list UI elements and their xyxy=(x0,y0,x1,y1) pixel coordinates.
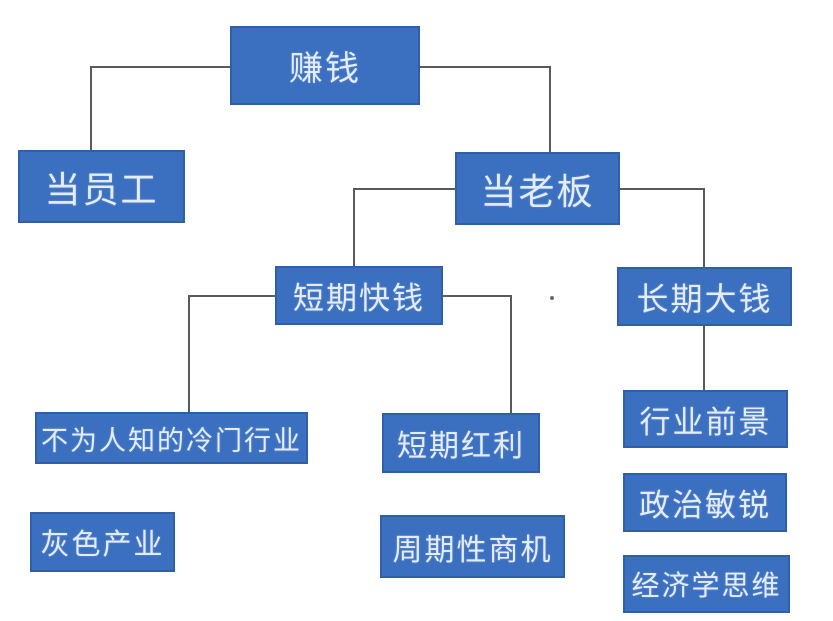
connector-root-boss-h xyxy=(420,66,550,68)
node-make-money: 赚钱 xyxy=(230,26,420,105)
node-be-boss: 当老板 xyxy=(455,152,620,225)
node-economics-thinking: 经济学思维 xyxy=(623,555,790,613)
connector-root-employee-h xyxy=(90,66,230,68)
connector-boss-longterm-h xyxy=(620,188,703,190)
connector-shortterm-dividend-h xyxy=(443,295,512,297)
stray-dot xyxy=(550,296,554,300)
node-short-term-dividend: 短期红利 xyxy=(382,413,540,473)
node-long-term-big-money: 长期大钱 xyxy=(617,267,792,326)
connector-shortterm-dividend-v xyxy=(510,295,512,413)
node-be-employee: 当员工 xyxy=(18,150,185,223)
connector-root-employee-v xyxy=(90,66,92,150)
connector-boss-shortterm-v xyxy=(353,188,355,266)
node-industry-prospect: 行业前景 xyxy=(623,390,788,448)
node-cyclical-opportunity: 周期性商机 xyxy=(380,515,565,578)
connector-shortterm-niche-v xyxy=(188,295,190,412)
connector-longterm-prospect-v xyxy=(703,326,705,390)
connector-boss-longterm-v xyxy=(703,188,705,267)
node-short-term-quick-money: 短期快钱 xyxy=(275,266,443,325)
node-gray-industry: 灰色产业 xyxy=(30,512,175,572)
connector-root-boss-v xyxy=(549,66,551,152)
connector-shortterm-niche-h xyxy=(188,295,275,297)
connector-boss-shortterm-h xyxy=(353,188,455,190)
node-political-acumen: 政治敏锐 xyxy=(623,473,787,532)
node-unknown-niche-industry: 不为人知的冷门行业 xyxy=(35,412,308,464)
